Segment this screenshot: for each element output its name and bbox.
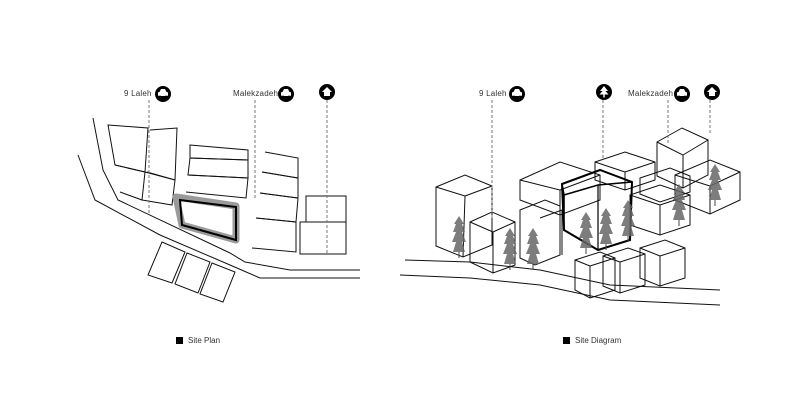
car-icon: [674, 86, 690, 102]
caption-text: Site Plan: [188, 336, 221, 345]
legend-square: [176, 337, 183, 344]
tree: [707, 163, 723, 207]
home-icon: [319, 84, 335, 100]
street-label-malekzadeh: Malekzadeh: [233, 89, 279, 98]
home-icon: [704, 84, 720, 100]
caption-site-plan: Site Plan: [176, 336, 220, 345]
tree: [671, 183, 687, 227]
street-label-laleh: 9 Laleh: [124, 89, 152, 98]
site-plan: [77, 100, 360, 303]
tree: [578, 211, 594, 255]
legend-square: [563, 337, 570, 344]
tree: [525, 227, 541, 271]
caption-text: Site Diagram: [575, 336, 622, 345]
car-icon: [509, 86, 525, 102]
car-icon: [155, 86, 171, 102]
tree-icon: [596, 84, 612, 100]
tree: [598, 207, 614, 251]
street-label-malekzadeh: Malekzadeh: [628, 89, 674, 98]
car-icon: [278, 86, 294, 102]
tree: [620, 199, 636, 243]
street-label-laleh: 9 Laleh: [479, 89, 507, 98]
site-diagram: [399, 100, 741, 306]
caption-site-diagram: Site Diagram: [563, 336, 621, 345]
